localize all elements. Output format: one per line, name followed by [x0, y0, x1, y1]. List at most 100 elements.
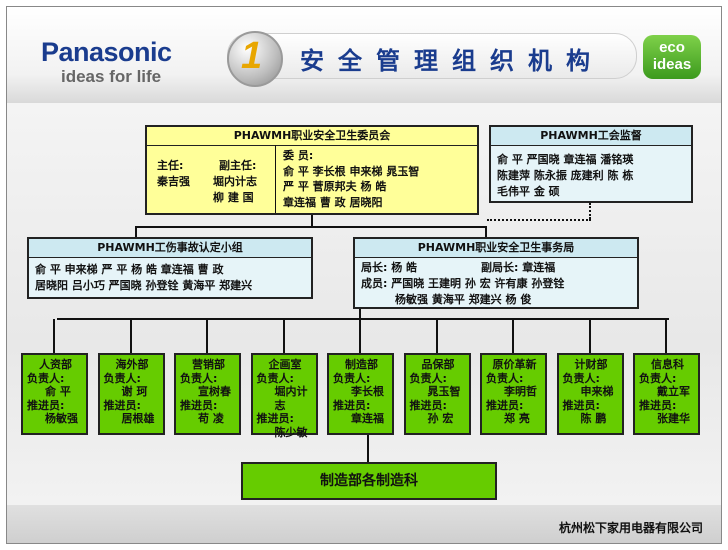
page-title: 安全管理组织机构 — [300, 47, 604, 75]
department-name: 计财部 — [574, 358, 608, 371]
department-box: 营销部负责人:宣树春推进员:苟 凌 — [174, 353, 241, 435]
dept-bus — [57, 318, 669, 320]
committee-stem — [311, 215, 313, 227]
department-box: 企画室负责人:堀内计志推进员:陈少敏 — [250, 353, 318, 439]
department-name: 信息科 — [651, 358, 684, 371]
union-row-1: 俞 平 严国晓 章连福 潘铭瑛 — [497, 153, 634, 166]
chair-label: 主任: — [157, 159, 184, 172]
mid-horizontal — [135, 226, 487, 228]
department-box: 计财部负责人:申来梯推进员:陈 鹏 — [556, 353, 624, 435]
dept-stem — [129, 319, 132, 353]
dept-stem — [53, 319, 55, 353]
footer: 杭州松下家用电器有限公司 — [7, 505, 721, 543]
number-badge-text: 1 — [241, 35, 263, 77]
promoter-label: 推进员: — [103, 398, 141, 412]
panasonic-logo: Panasonic — [41, 37, 172, 67]
dept-stem — [665, 319, 667, 353]
org-chart: PHAWMH职业安全卫生委员会 主任: 秦吉强 副主任: 堀内计志 柳 建 国 … — [7, 103, 721, 505]
committee-box: PHAWMH职业安全卫生委员会 主任: 秦吉强 副主任: 堀内计志 柳 建 国 … — [145, 125, 479, 215]
promoter-label: 推进员: — [409, 398, 447, 412]
department-box: 信息科负责人:戴立军推进员:张建华 — [633, 353, 700, 435]
number-badge-icon: 1 — [227, 31, 283, 87]
department-box: 人资部负责人:俞 平推进员:杨敏强 — [21, 353, 88, 435]
promoter-name: 郑 亮 — [504, 412, 530, 426]
chair-name: 秦吉强 — [157, 175, 190, 188]
slide: Panasonic ideas for life 安全管理组织机构 1 eco … — [6, 6, 722, 544]
promoter-name: 陈少敏 — [274, 425, 308, 439]
union-box: PHAWMH工会监督 俞 平 严国晓 章连福 潘铭瑛 陈建萍 陈永振 庞建利 陈… — [489, 125, 693, 203]
department-name: 企画室 — [268, 358, 302, 371]
promoter-name: 杨敏强 — [45, 412, 78, 426]
title-bar: 安全管理组织机构 — [227, 33, 637, 79]
head-label: 负责人: — [333, 371, 371, 385]
head-label: 负责人: — [639, 371, 677, 385]
department-box: 原价革新负责人:李明哲推进员:郑 亮 — [480, 353, 547, 435]
head-label: 负责人: — [103, 371, 141, 385]
promoter-label: 推进员: — [333, 398, 371, 412]
department-name: 制造部 — [345, 358, 378, 371]
department-name: 营销部 — [192, 358, 225, 371]
promoter-label: 推进员: — [639, 398, 677, 412]
bureau-title: PHAWMH职业安全卫生事务局 — [355, 239, 637, 258]
head-name: 堀内计志 — [274, 385, 308, 412]
injury-row-1: 俞 平 申来梯 严 平 杨 皓 章连福 曹 政 — [35, 263, 224, 276]
bureau-members-row-1: 成员: 严国晓 王建明 孙 宏 许有康 孙登铨 — [361, 277, 565, 290]
injury-group-title: PHAWMH工伤事故认定小组 — [29, 239, 311, 258]
vice-label: 副主任: — [219, 159, 257, 172]
head-name: 申来梯 — [580, 385, 614, 399]
head-name: 晁玉智 — [427, 385, 461, 399]
bureau-down-stem — [359, 309, 361, 319]
head-name: 俞 平 — [45, 385, 71, 399]
members-row-2: 严 平 菅原邦夫 杨 皓 — [283, 180, 387, 193]
injury-stem — [135, 226, 137, 237]
committee-title: PHAWMH职业安全卫生委员会 — [147, 127, 477, 146]
injury-row-2: 居晓阳 吕小巧 严国晓 孙登铨 黄海平 郑建兴 — [35, 279, 253, 292]
members-label: 委 员: — [283, 149, 314, 162]
promoter-label: 推进员: — [256, 412, 294, 426]
promoter-label: 推进员: — [27, 398, 65, 412]
head-label: 负责人: — [27, 371, 65, 385]
union-row-2: 陈建萍 陈永振 庞建利 陈 栋 — [497, 169, 634, 182]
department-name: 海外部 — [115, 358, 149, 371]
manufacturing-stem — [367, 435, 369, 462]
head-name: 李长根 — [351, 385, 384, 399]
department-box: 海外部负责人:谢 珂推进员:居根雄 — [97, 353, 165, 435]
promoter-name: 居根雄 — [121, 412, 155, 426]
promoter-name: 章连福 — [351, 412, 384, 426]
bureau-members-row-2: 杨敏强 黄海平 郑建兴 杨 俊 — [395, 293, 532, 306]
dept-stem — [512, 319, 514, 353]
dept-stem — [282, 319, 285, 353]
bureau-deputy: 副局长: 章连福 — [481, 261, 556, 274]
vice-name-2: 柳 建 国 — [213, 191, 254, 204]
head-name: 宣树春 — [198, 385, 231, 399]
bureau-director: 局长: 杨 皓 — [361, 261, 418, 274]
department-box: 制造部负责人:李长根推进员:章连福 — [327, 353, 394, 435]
union-dotted-vert — [589, 203, 591, 219]
eco-text: eco — [659, 39, 685, 56]
department-name: 人资部 — [39, 358, 72, 371]
union-dotted-link — [487, 219, 591, 221]
head-name: 李明哲 — [504, 385, 537, 399]
department-name: 品保部 — [421, 358, 455, 371]
header: Panasonic ideas for life 安全管理组织机构 1 eco … — [7, 7, 721, 103]
tagline: ideas for life — [61, 67, 162, 86]
department-name: 原价革新 — [492, 358, 537, 371]
injury-group-box: PHAWMH工伤事故认定小组 俞 平 申来梯 严 平 杨 皓 章连福 曹 政 居… — [27, 237, 313, 299]
head-label: 负责人: — [180, 371, 218, 385]
company-name: 杭州松下家用电器有限公司 — [558, 521, 703, 535]
promoter-label: 推进员: — [562, 398, 600, 412]
dept-stem — [588, 319, 591, 353]
head-label: 负责人: — [486, 371, 524, 385]
head-label: 负责人: — [256, 371, 294, 385]
ideas-text: ideas — [652, 56, 692, 73]
department-box: 品保部负责人:晁玉智推进员:孙 宏 — [403, 353, 471, 435]
union-title: PHAWMH工会监督 — [491, 127, 691, 146]
committee-divider — [275, 145, 276, 213]
members-row-3: 章连福 曹 政 居晓阳 — [283, 196, 383, 209]
promoter-label: 推进员: — [180, 398, 218, 412]
dept-stem — [359, 319, 361, 353]
dept-stem — [435, 319, 438, 353]
head-name: 谢 珂 — [121, 385, 148, 399]
bureau-box: PHAWMH职业安全卫生事务局 局长: 杨 皓 副局长: 章连福 成员: 严国晓… — [353, 237, 639, 309]
promoter-name: 苟 凌 — [198, 412, 224, 426]
